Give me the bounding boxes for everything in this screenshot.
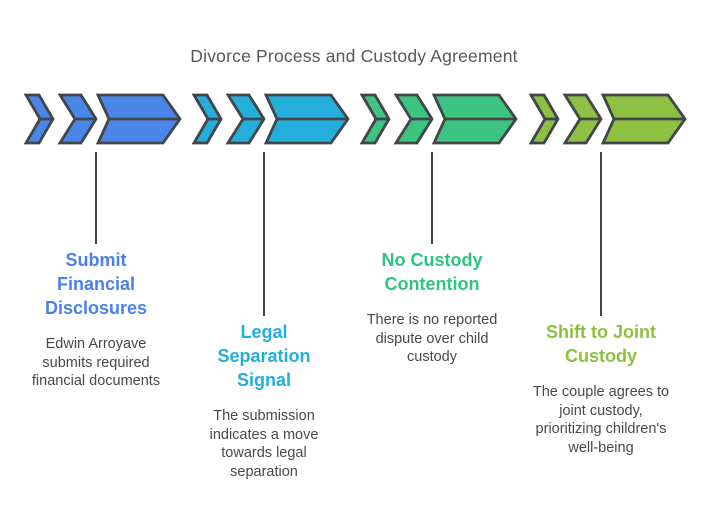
step-text-block: No Custody Contention There is no report… (350, 248, 514, 367)
chevron-group (529, 93, 687, 145)
step-heading: No Custody Contention (381, 250, 483, 294)
step-heading: Shift to Joint Custody (546, 322, 656, 366)
chevron-group (24, 93, 182, 145)
connector-line (600, 152, 602, 316)
step-heading: Legal Separation Signal (217, 322, 311, 390)
connector-line (431, 152, 433, 244)
diagram-title: Divorce Process and Custody Agreement (190, 46, 518, 66)
step-description: Edwin Arroyave submits required financia… (31, 336, 161, 390)
connector-line (95, 152, 97, 244)
connector-line (263, 152, 265, 316)
chevron-group (360, 93, 518, 145)
step-description: The submission indicates a move towards … (209, 408, 319, 480)
step-description: The couple agrees to joint custody, prio… (532, 384, 670, 456)
step-description: There is no reported dispute over child … (366, 312, 498, 366)
chevron-group (192, 93, 350, 145)
step-text-block: Shift to Joint Custody The couple agrees… (519, 320, 683, 457)
step-text-block: Legal Separation Signal The submission i… (182, 320, 346, 481)
step-heading: Submit Financial Disclosures (44, 250, 148, 318)
step-text-block: Submit Financial Disclosures Edwin Arroy… (14, 248, 178, 391)
